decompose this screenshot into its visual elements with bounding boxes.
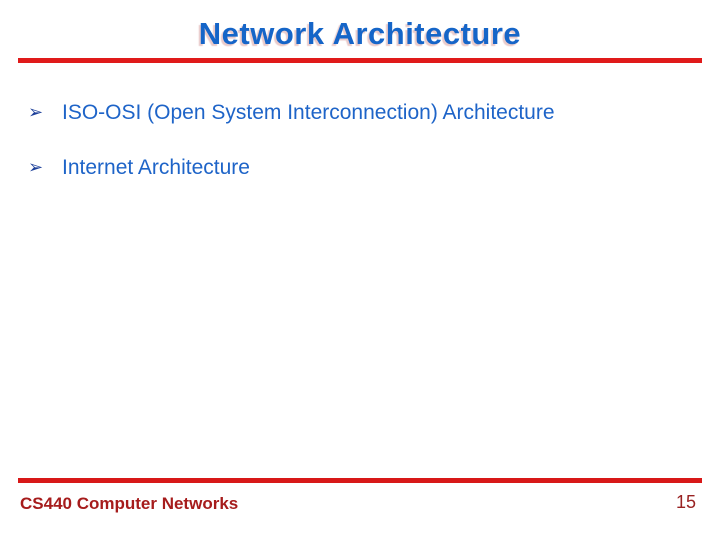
- bullet-text-iso-osi: ISO-OSI (Open System Interconnection) Ar…: [62, 101, 555, 124]
- title-divider-rule: [18, 58, 702, 63]
- page-number: 15: [675, 492, 696, 512]
- list-item: ➢ Internet Architecture: [28, 155, 688, 181]
- list-item: ➢ ISO-OSI (Open System Interconnection) …: [28, 100, 688, 126]
- arrowhead-bullet-icon: ➢: [28, 157, 44, 178]
- bullet-text-internet: Internet Architecture: [62, 156, 250, 179]
- slide-title: Network Architecture: [198, 16, 522, 51]
- footer-course-label: CS440 Computer Networks: [20, 494, 239, 513]
- arrowhead-bullet-icon: ➢: [28, 102, 44, 123]
- bullet-list: ➢ ISO-OSI (Open System Interconnection) …: [28, 100, 688, 210]
- footer-divider-rule: [18, 478, 702, 483]
